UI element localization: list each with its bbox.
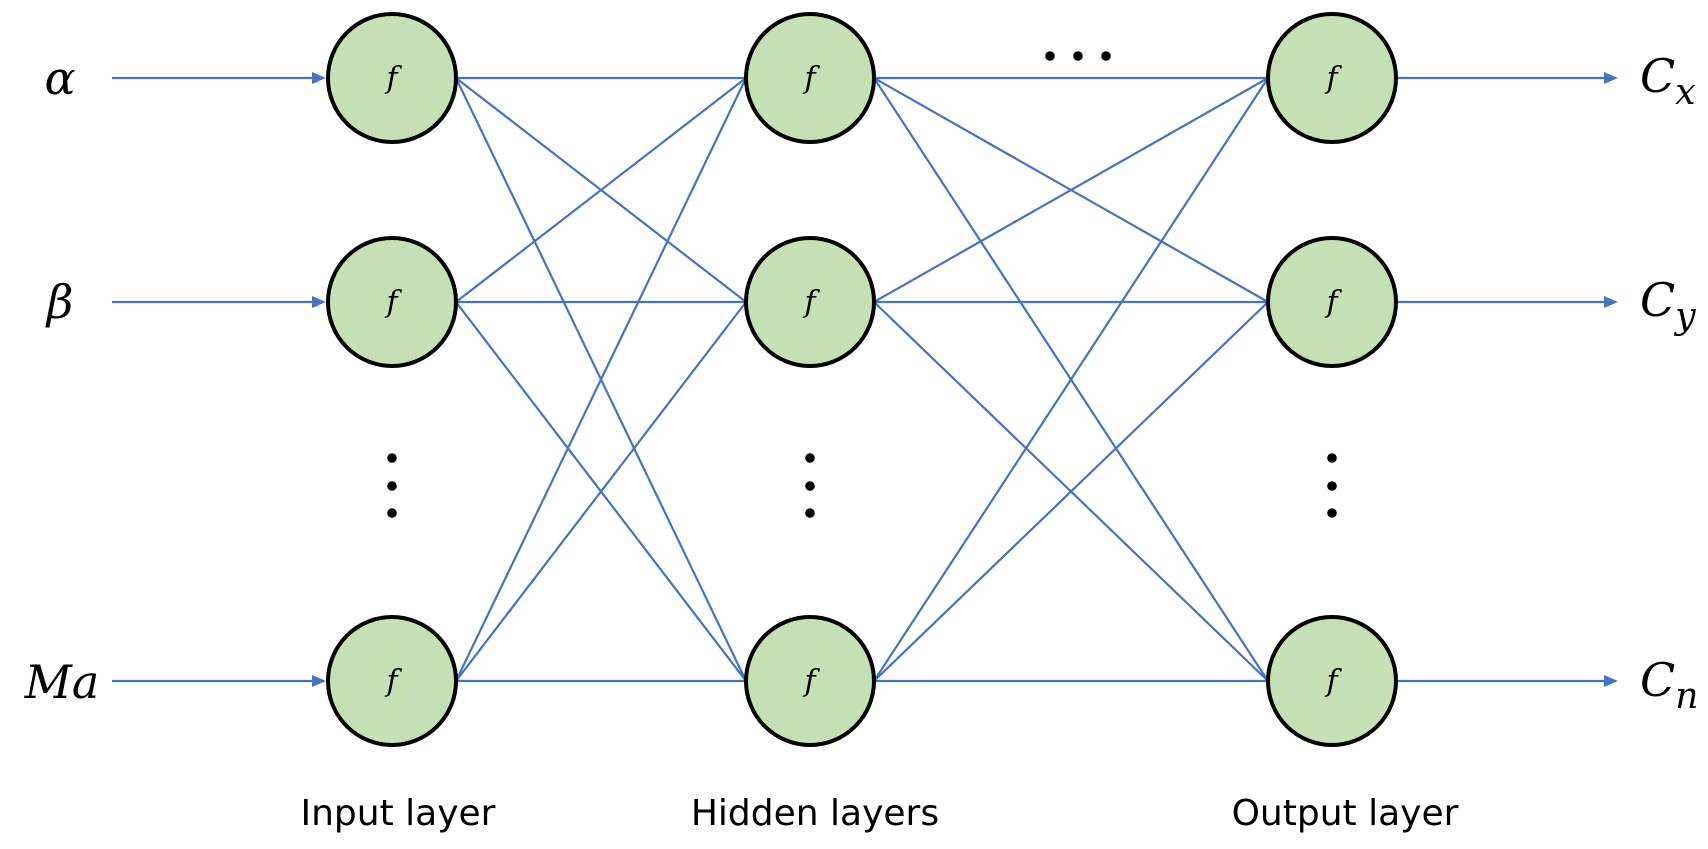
vertical-ellipsis-dot-hidden-1 bbox=[805, 481, 815, 491]
connection-hidden-bottom-to-output-top bbox=[873, 77, 1269, 682]
neuron-output-top: f bbox=[1266, 12, 1398, 144]
horizontal-ellipsis-dot-2 bbox=[1101, 51, 1111, 61]
connection-hidden-middle-to-output-top bbox=[873, 77, 1269, 303]
neuron-circle bbox=[1266, 615, 1398, 747]
neuron-circle bbox=[1266, 12, 1398, 144]
neuron-hidden-middle: f bbox=[744, 236, 876, 368]
input-arrow-beta bbox=[112, 296, 326, 308]
output-arrow-cn-head bbox=[1604, 675, 1618, 687]
vertical-ellipsis-dot-output-1 bbox=[1327, 481, 1337, 491]
vertical-ellipsis-dot-hidden-0 bbox=[805, 453, 815, 463]
vertical-ellipsis-dot-output-2 bbox=[1327, 508, 1337, 518]
connection-input-bottom-to-hidden-middle bbox=[455, 301, 747, 682]
input-arrow-beta-head bbox=[312, 296, 326, 308]
neuron-circle bbox=[744, 615, 876, 747]
input-label-alpha: α bbox=[44, 51, 75, 105]
input-arrow-alpha-head bbox=[312, 72, 326, 84]
vertical-ellipsis-dot-input-1 bbox=[387, 481, 397, 491]
horizontal-ellipsis-dot-0 bbox=[1045, 51, 1055, 61]
connection-input-middle-to-hidden-top bbox=[455, 77, 747, 303]
output-arrow-cx-head bbox=[1604, 72, 1618, 84]
neuron-hidden-top: f bbox=[744, 12, 876, 144]
io-arrows bbox=[112, 72, 1618, 687]
neuron-output-middle: f bbox=[1266, 236, 1398, 368]
hidden-layers-label: Hidden layers bbox=[691, 793, 939, 834]
vertical-ellipsis-dot-input-2 bbox=[387, 508, 397, 518]
connection-input-bottom-to-hidden-top bbox=[455, 77, 747, 682]
neuron-circle bbox=[326, 615, 458, 747]
neuron-output-bottom: f bbox=[1266, 615, 1398, 747]
output-layer-label: Output layer bbox=[1232, 793, 1459, 834]
output-arrow-cy bbox=[1396, 296, 1618, 308]
output-label-cy: Cy bbox=[1640, 273, 1696, 337]
neuron-input-top: f bbox=[326, 12, 458, 144]
neuron-circle bbox=[326, 12, 458, 144]
output-arrow-cx bbox=[1396, 72, 1618, 84]
input-layer-label: Input layer bbox=[301, 793, 496, 834]
input-arrow-mach-head bbox=[312, 675, 326, 687]
ellipses bbox=[387, 51, 1337, 518]
input-label-mach: Ma bbox=[24, 655, 100, 709]
input-arrow-mach bbox=[112, 675, 326, 687]
output-label-cx: Cx bbox=[1640, 49, 1696, 113]
neuron-circle bbox=[1266, 236, 1398, 368]
neuron-circle bbox=[744, 12, 876, 144]
input-arrow-alpha bbox=[112, 72, 326, 84]
neuron-hidden-bottom: f bbox=[744, 615, 876, 747]
output-arrow-cy-head bbox=[1604, 296, 1618, 308]
connections bbox=[455, 76, 1269, 683]
neuron-input-bottom: f bbox=[326, 615, 458, 747]
connection-hidden-bottom-to-output-middle bbox=[873, 301, 1269, 682]
vertical-ellipsis-dot-hidden-2 bbox=[805, 508, 815, 518]
horizontal-ellipsis-dot-1 bbox=[1073, 51, 1083, 61]
neuron-circle bbox=[326, 236, 458, 368]
vertical-ellipsis-dot-output-0 bbox=[1327, 453, 1337, 463]
input-label-beta: β bbox=[45, 275, 74, 329]
neuron-input-middle: f bbox=[326, 236, 458, 368]
output-arrow-cn bbox=[1396, 675, 1618, 687]
neuron-circle bbox=[744, 236, 876, 368]
output-label-cn: Cn bbox=[1640, 653, 1698, 717]
vertical-ellipsis-dot-input-0 bbox=[387, 453, 397, 463]
